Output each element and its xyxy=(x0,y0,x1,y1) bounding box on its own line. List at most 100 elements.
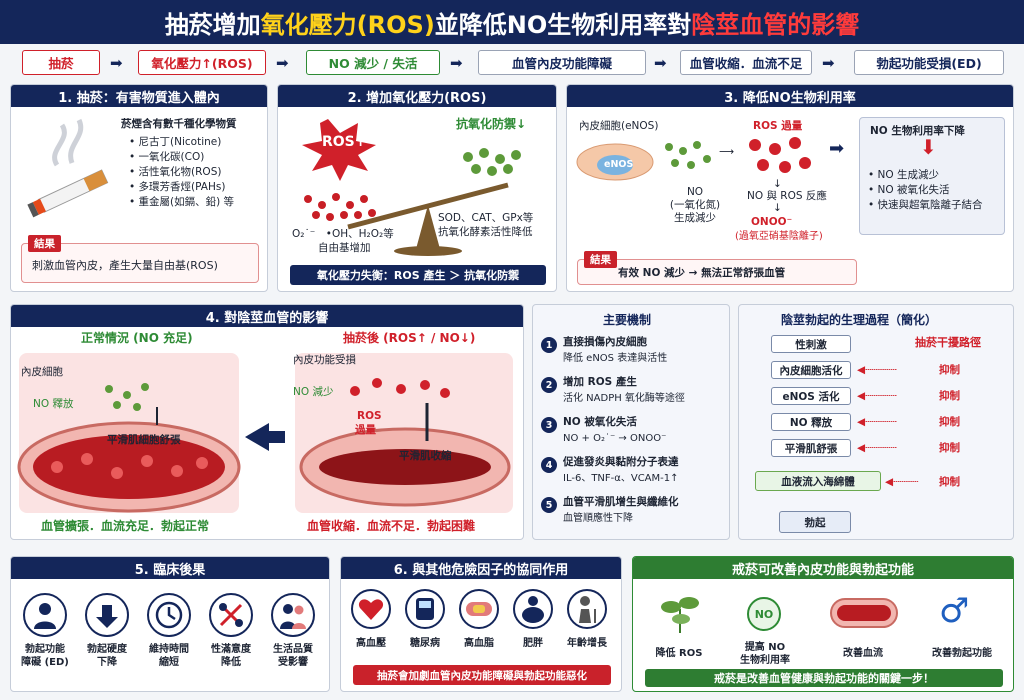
dashed-arrow-left-icon: ◀┄┄┄┄┄ xyxy=(857,442,897,454)
couple-icon xyxy=(271,593,315,637)
smoke-title: 抽菸後 (ROS↑ / NO↓) xyxy=(343,331,476,345)
ros-excess-label-2: 過量 xyxy=(355,424,376,436)
clinical-label: 維持時間 縮短 xyxy=(149,644,189,668)
relax-label: 平滑肌細胞舒張 xyxy=(107,434,181,446)
risk-banner: 抽菸會加劇血管內皮功能障礙與勃起功能惡化 xyxy=(353,665,611,685)
list-item: NO 生成減少 xyxy=(868,168,983,183)
list-item: 活性氧化物(ROS) xyxy=(129,165,234,180)
list-item: 重金屬(如鎘、鉛) 等 xyxy=(129,195,235,210)
arrow-right-icon: ➡ xyxy=(654,54,667,72)
list-item: 一氧化碳(CO) xyxy=(129,150,234,165)
quit-label: 改善血流 xyxy=(843,648,883,659)
ros-burst-icon xyxy=(749,137,811,173)
obesity-icon xyxy=(513,589,553,629)
mechanism-sub: NO + O₂˙⁻ → ONOO⁻ xyxy=(563,433,667,444)
inhibit-label: 抑制 xyxy=(939,390,960,402)
clock-icon xyxy=(147,593,191,637)
mechanism-head: 血管平滑肌增生與纖維化 xyxy=(563,496,679,508)
pathway-step: eNOS 活化 xyxy=(771,387,851,405)
no-label-2: (一氧化氮) xyxy=(669,199,721,211)
endothelial-cell-icon xyxy=(576,143,654,181)
mechanism-head: NO 被氧化失活 xyxy=(563,416,637,428)
endothelial-damage-label: 內皮功能受損 xyxy=(293,354,356,366)
side-title: NO 生物利用率下降 xyxy=(870,125,965,137)
panel-title: 戒菸可改善內皮功能與勃起功能 xyxy=(633,557,1013,579)
arrow-right-icon: ➡ xyxy=(822,54,835,72)
result-text: 刺激血管內皮，產生大量自由基(ROS) xyxy=(32,259,218,272)
quit-banner: 戒菸是改善血管健康與勃起功能的關鍵一步！ xyxy=(645,669,1003,687)
panel-oxidative-stress: 2. 增加氧化壓力(ROS) 抗氧化防禦↓ ROS↑ O₂˙⁻ •OH、H₂O₂… xyxy=(277,84,557,292)
result-text: 有效 NO 減少 → 無法正常舒張血管 xyxy=(618,267,786,279)
pathway-title: 陰莖勃起的生理過程（簡化） xyxy=(781,313,938,327)
arrow-right-icon: ➡ xyxy=(276,54,289,72)
mechanism-head: 直接損傷內皮細胞 xyxy=(563,336,647,348)
panel-title: 4. 對陰莖血管的影響 xyxy=(11,305,523,327)
title-part-1: 抽菸增加 xyxy=(164,10,261,39)
risk-label: 肥胖 xyxy=(523,638,543,649)
title-part-2: 氧化壓力(ROS) xyxy=(260,10,435,39)
number-badge: 4 xyxy=(541,457,557,473)
pathway-step: 平滑肌舒張 xyxy=(771,439,851,457)
panel-smoking: 1. 抽菸：有害物質進入體內 菸煙含有數千種化學物質 尼古丁(Nicotine)… xyxy=(10,84,268,292)
artery-plaque-icon xyxy=(459,589,499,629)
free-radicals-text-2: 自由基增加 xyxy=(318,242,371,254)
panel-no-bioavailability: 3. 降低NO生物利用率 內皮細胞(eNOS) eNOS ⟶ NO (一氧化氮)… xyxy=(566,84,1014,292)
clinical-label: 生活品質 受影響 xyxy=(273,644,313,668)
dashed-arrow-left-icon: ◀┄┄┄┄┄ xyxy=(857,390,897,402)
arrow-right-icon: ➡ xyxy=(110,54,123,72)
side-summary: NO 生物利用率下降 ⬇ NO 生成減少 NO 被氧化失活 快速與超氧陰離子結合 xyxy=(859,117,1005,235)
result-box: 結果 刺激血管內皮，產生大量自由基(ROS) xyxy=(21,235,259,283)
interfere-label: 抽菸干擾路徑 xyxy=(915,336,981,349)
ros-excess-label: ROS 過量 xyxy=(753,120,803,132)
list-item: NO 被氧化失活 xyxy=(868,183,983,198)
arrow-right-icon: ⟶ xyxy=(719,146,735,158)
down-arrow-icon: ⬇ xyxy=(920,135,937,159)
endothelial-label: 內皮細胞(eNOS) xyxy=(579,120,659,132)
contract-label: 平滑肌收縮 xyxy=(399,450,452,462)
panel-title: 3. 降低NO生物利用率 xyxy=(567,85,1013,107)
clinical-label: 勃起功能 障礙 (ED) xyxy=(21,644,69,668)
number-badge: 3 xyxy=(541,417,557,433)
no-label-1: NO xyxy=(686,186,704,198)
flow-step-vasoconstrict: 血管收縮．血流不足 xyxy=(680,50,812,75)
number-badge: 5 xyxy=(541,497,557,513)
balance-scale-icon xyxy=(302,119,521,256)
no-less-label: NO 減少 xyxy=(293,386,334,398)
chemical-list: 尼古丁(Nicotine) 一氧化碳(CO) 活性氧化物(ROS) 多環芳香烴(… xyxy=(129,135,235,210)
panel-erection-pathway: 陰莖勃起的生理過程（簡化） 抽菸干擾路徑 性刺激 內皮細胞活化 eNOS 活化 … xyxy=(738,304,1014,540)
pathway-step: 內皮細胞活化 xyxy=(771,361,851,379)
risk-label: 高血脂 xyxy=(464,638,494,649)
pathway-step: 勃起 xyxy=(779,511,851,533)
no-release-label: NO 釋放 xyxy=(33,398,74,410)
enos-label: eNOS xyxy=(604,159,634,170)
result-box: 結果 有效 NO 減少 → 無法正常舒張血管 xyxy=(577,251,857,285)
clinical-label: 勃起硬度 下降 xyxy=(87,644,127,668)
no-label-3: 生成減少 xyxy=(674,212,716,224)
quit-label: 改善勃起功能 xyxy=(932,648,992,659)
mechanism-sub: 降低 eNOS 表達與活性 xyxy=(563,353,668,364)
risk-label: 高血壓 xyxy=(356,638,386,649)
antioxidant-label: 抗氧化防禦↓ xyxy=(456,117,527,131)
arrow-down-icon: ↓ xyxy=(773,178,782,190)
mechanism-sub: 活化 NADPH 氧化酶等途徑 xyxy=(563,393,685,404)
inhibit-label: 抑制 xyxy=(939,416,960,428)
title-part-4: 陰莖血管的影響 xyxy=(691,10,860,39)
smoke-result: 血管收縮．血流不足．勃起困難 xyxy=(307,519,476,533)
mechanism-sub: IL-6、TNF-α、VCAM-1↑ xyxy=(563,473,679,484)
risk-label: 糖尿病 xyxy=(410,638,440,649)
male-symbol-icon: ♂ xyxy=(939,591,970,631)
list-item: 多環芳香烴(PAHs) xyxy=(129,180,234,195)
glucose-meter-icon xyxy=(405,589,445,629)
flow-chain: 抽菸 ➡ 氧化壓力↑(ROS) ➡ NO 減少 / 失活 ➡ 血管內皮功能障礙 … xyxy=(0,50,1024,76)
panel-title: 5. 臨床後果 xyxy=(11,557,329,579)
panel-clinical: 5. 臨床後果 勃起功能 障礙 (ED) 勃起硬度 下降 維持時間 縮短 性滿意… xyxy=(10,556,330,692)
vessel-comparison-illustration xyxy=(17,353,513,513)
no-molecules-icon xyxy=(665,141,711,169)
flow-step-endothelial: 血管內皮功能障礙 xyxy=(478,50,646,75)
title-part-3: 並降低NO生物利用率對 xyxy=(434,10,692,39)
blood-vessel-icon xyxy=(830,598,898,628)
flow-step-smoking: 抽菸 xyxy=(22,50,100,75)
flow-step-ros: 氧化壓力↑(ROS) xyxy=(138,50,266,75)
panel-title: 2. 增加氧化壓力(ROS) xyxy=(278,85,556,107)
panel-title: 1. 抽菸：有害物質進入體內 xyxy=(11,85,267,107)
